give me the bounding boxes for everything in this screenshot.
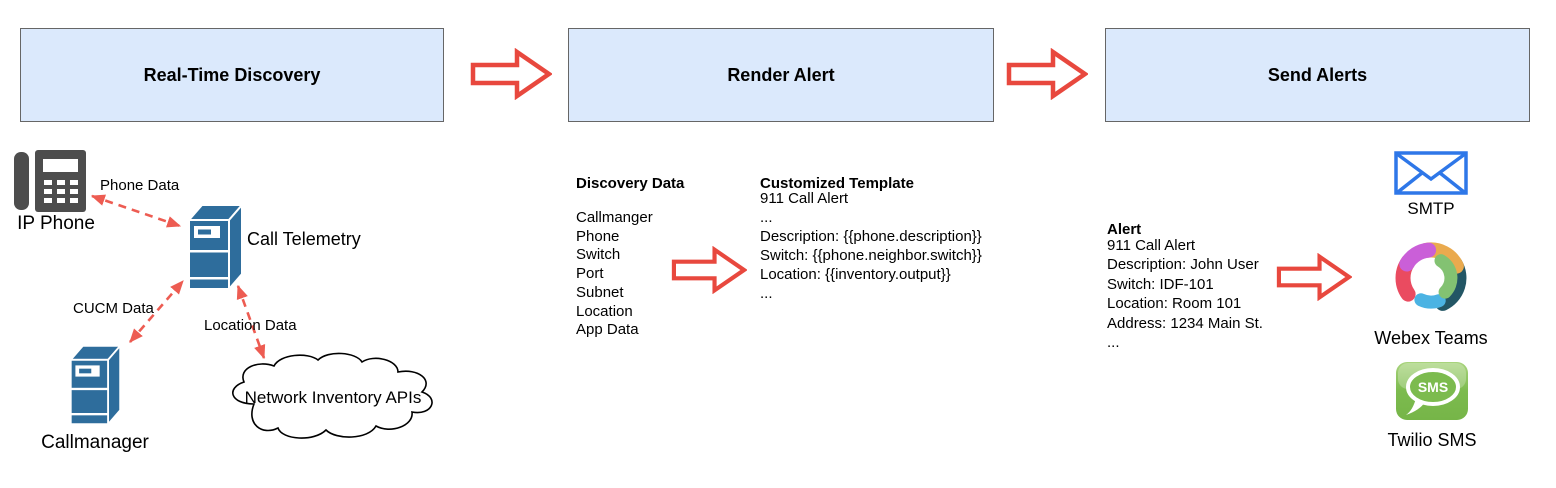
cloud-icon: [232, 352, 433, 439]
discovery-data-heading: Discovery Data: [576, 175, 685, 192]
flow-arrow-icon: [671, 246, 747, 294]
ip-phone-icon: [14, 150, 86, 212]
flow-arrow-icon: [1006, 48, 1088, 100]
twilio-sms-label: Twilio SMS: [1387, 430, 1477, 450]
list-item: Phone: [576, 227, 620, 245]
smtp-label: SMTP: [1407, 199, 1455, 218]
flow-arrow-icon: [1276, 253, 1352, 301]
template-line: Switch: {{phone.neighbor.switch}}: [760, 247, 982, 264]
list-item: Location: [576, 302, 633, 320]
callmanager-label: Callmanager: [41, 432, 149, 453]
alert-line: Description: John User: [1107, 256, 1259, 274]
phone-data-arrow: [90, 194, 182, 228]
alert-block: 911 Call Alert Description: John User Sw…: [1107, 236, 1263, 352]
template-line: ...: [760, 209, 773, 226]
customized-template-block: 911 Call Alert ... Description: {{phone.…: [760, 189, 982, 303]
stage-box-send-alerts: Send Alerts: [1105, 28, 1530, 122]
discovery-data-list: Callmanger Phone Switch Port Subnet Loca…: [576, 209, 653, 340]
webex-teams-label: Webex Teams: [1374, 328, 1488, 348]
call-telemetry-label: Call Telemetry: [247, 229, 361, 249]
list-item: Subnet: [576, 283, 624, 301]
location-data-edge-label: Location Data: [204, 317, 297, 334]
stage-label-render-alert: Render Alert: [727, 64, 835, 85]
envelope-icon: [1394, 151, 1468, 195]
callmanager-server-icon: [69, 344, 122, 426]
alert-line: Switch: IDF-101: [1107, 275, 1214, 293]
template-line: ...: [760, 285, 773, 302]
list-item: App Data: [576, 321, 639, 339]
stage-box-render-alert: Render Alert: [568, 28, 994, 122]
list-item: Callmanger: [576, 209, 653, 226]
customized-template-heading: Customized Template: [760, 175, 914, 192]
stage-box-real-time-discovery: Real-Time Discovery: [20, 28, 444, 122]
sms-icon: SMS: [1396, 362, 1468, 420]
alert-line: ...: [1107, 334, 1120, 352]
alert-line: Location: Room 101: [1107, 295, 1242, 313]
template-line: 911 Call Alert: [760, 190, 849, 207]
webex-teams-icon: [1395, 242, 1467, 311]
flow-arrow-icon: [470, 48, 552, 100]
stage-label-send-alerts: Send Alerts: [1267, 64, 1368, 85]
call-telemetry-server-icon: [188, 204, 243, 290]
list-item: Switch: [576, 246, 621, 264]
alert-line: 911 Call Alert: [1107, 237, 1196, 254]
ip-phone-label: IP Phone: [17, 213, 95, 234]
sms-icon-text: SMS: [1418, 379, 1448, 395]
stage-label-real-time-discovery: Real-Time Discovery: [143, 64, 321, 85]
phone-data-edge-label: Phone Data: [100, 177, 180, 194]
alert-heading: Alert: [1107, 221, 1142, 238]
cucm-data-edge-label: CUCM Data: [73, 300, 154, 317]
template-line: Description: {{phone.description}}: [760, 228, 982, 245]
template-line: Location: {{inventory.output}}: [760, 266, 951, 283]
list-item: Port: [576, 265, 604, 283]
alert-line: Address: 1234 Main St.: [1107, 314, 1263, 332]
cloud-label: Network Inventory APIs: [244, 388, 422, 407]
